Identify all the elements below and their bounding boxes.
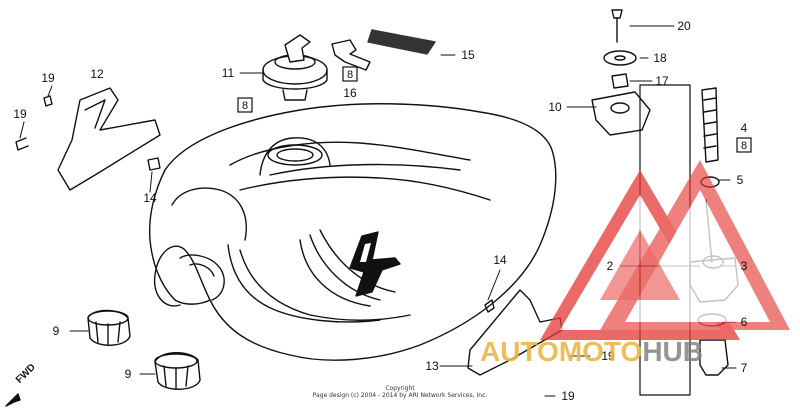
watermark-brand-a: AUTOMOTO [480,336,643,367]
callout-19: 19 [561,389,575,403]
mount-rubber-lower [154,352,201,390]
callout-12: 12 [90,67,104,81]
callout-16: 16 [343,86,357,100]
copyright-line-1: Copyright [385,385,415,392]
callout-11: 11 [222,66,235,80]
callout-20: 20 [677,19,691,33]
watermark-brand: AUTOMOTOHUB [480,336,703,368]
bolt-14-left [147,157,161,171]
copyright-line-2: Page design (c) 2004 - 2014 by ARI Netwo… [312,392,488,399]
watermark-brand-b: HUB [642,336,703,367]
callout-9: 9 [53,324,60,338]
boxed-note-3: 8 [736,137,752,153]
callout-7: 7 [741,361,748,375]
boxed-note-text: 8 [242,100,248,112]
watermark-logo [540,160,790,340]
callout-19: 19 [601,349,615,363]
side-bracket [57,87,161,191]
fuel-cap [262,34,328,101]
boxed-note-text: 8 [347,69,353,81]
callout-4: 4 [741,121,748,135]
callout-9: 9 [125,367,132,381]
boxed-note-2: 8 [342,66,358,82]
callout-17: 17 [655,74,669,88]
leader-lines [19,25,737,397]
cap-bracket [331,29,436,71]
callout-14: 14 [493,253,507,267]
callout-6: 6 [741,315,748,329]
callout-14: 14 [143,191,157,205]
callout-labels: 11 16 15 20 18 17 10 4 5 2 3 6 7 12 19 19 14 14 13 19 19 9 9 [13,19,747,403]
callout-5: 5 [737,173,744,187]
callout-15: 15 [461,48,475,62]
screws-left [15,95,53,151]
callout-19: 19 [41,71,55,85]
callout-3: 3 [741,259,748,273]
callout-10: 10 [548,100,562,114]
fuel-tank [148,103,557,361]
boxed-note-1: 8 [237,97,253,113]
callout-2: 2 [607,259,614,273]
callout-13: 13 [425,359,439,373]
callout-19: 19 [13,107,27,121]
boxed-note-text: 8 [741,140,747,152]
mount-rubber-upper [87,309,131,346]
fwd-arrow [5,393,21,407]
callout-18: 18 [653,51,667,65]
